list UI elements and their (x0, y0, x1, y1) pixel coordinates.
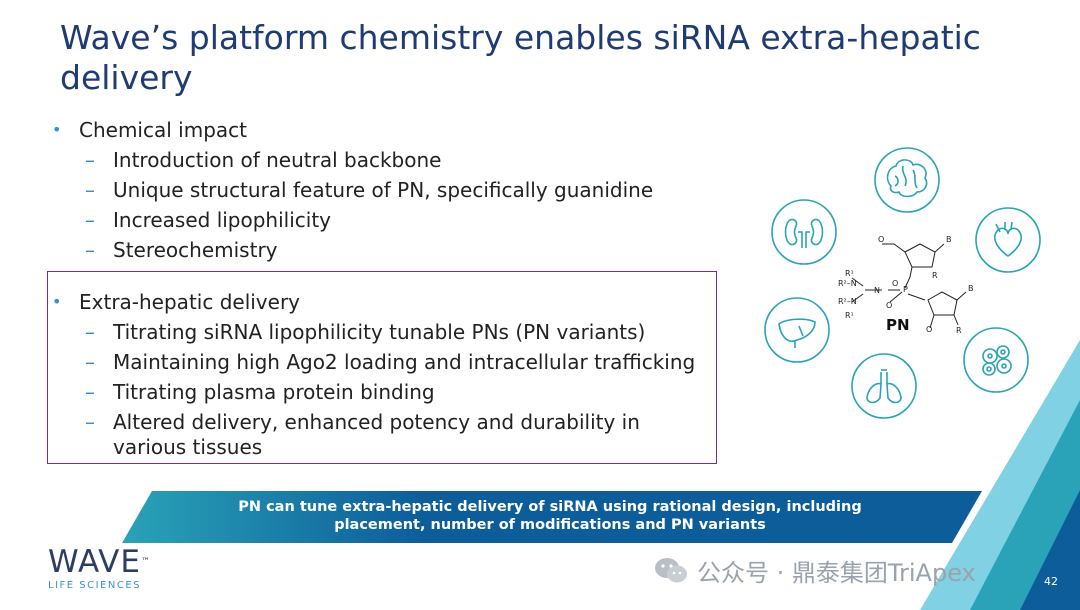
dash-bullet: – (85, 178, 95, 202)
watermark: 公众号 · 鼎泰集团TriApex (653, 553, 976, 588)
wave-logo: WAVE™ LIFE SCIENCES (48, 544, 151, 591)
conclusion-banner (122, 491, 982, 543)
pn-label: PN (886, 316, 910, 334)
highlight-box (47, 271, 717, 464)
liver-icon (764, 297, 830, 363)
lungs-icon (851, 353, 917, 419)
list-item: –Altered delivery, enhanced potency and … (85, 410, 640, 459)
svg-text:N: N (874, 286, 880, 295)
dash-bullet: – (85, 148, 95, 172)
brain-icon (874, 147, 940, 213)
svg-text:R¹: R¹ (845, 269, 854, 278)
svg-text:R¹: R¹ (845, 311, 854, 320)
svg-text:R: R (932, 271, 938, 280)
svg-text:R: R (956, 326, 962, 335)
list-item: –Stereochemistry (52, 235, 732, 265)
corner-decoration (920, 340, 1080, 610)
dash-bullet: – (85, 380, 95, 404)
list-item: –Titrating siRNA lipophilicity tunable P… (52, 317, 732, 347)
list-item: –Introduction of neutral backbone (52, 145, 732, 175)
section-heading-chemical-impact: Chemical impact (52, 115, 732, 145)
dash-bullet: – (85, 238, 95, 262)
svg-text:B: B (946, 235, 952, 244)
chemical-impact-list: Chemical impact –Introduction of neutral… (52, 115, 732, 265)
dash-bullet: – (85, 350, 95, 374)
section-heading-extra-hepatic: Extra-hepatic delivery (52, 287, 732, 317)
svg-text:O: O (886, 301, 892, 310)
list-item: –Increased lipophilicity (52, 205, 732, 235)
list-item: –Unique structural feature of PN, specif… (52, 175, 732, 205)
extra-hepatic-list: Extra-hepatic delivery –Titrating siRNA … (52, 287, 732, 460)
svg-text:O: O (892, 279, 898, 288)
list-item: –Titrating plasma protein binding (52, 377, 732, 407)
svg-text:O: O (926, 325, 932, 334)
svg-text:R²–N: R²–N (838, 279, 857, 288)
dash-bullet: – (85, 208, 95, 232)
dash-bullet: – (85, 410, 95, 434)
svg-text:O: O (878, 235, 884, 244)
list-item: –Maintaining high Ago2 loading and intra… (52, 347, 732, 377)
pn-organ-diagram: B R B R O P O O N R¹ R²–N R²–N R¹ O (764, 147, 1041, 419)
svg-text:R²–N: R²–N (838, 297, 857, 306)
slide-title: Wave’s platform chemistry enables siRNA … (60, 18, 981, 97)
svg-text:P: P (903, 285, 908, 294)
heart-icon (975, 207, 1041, 273)
svg-text:B: B (968, 284, 974, 293)
kidneys-icon (771, 199, 837, 265)
wechat-icon (655, 558, 687, 583)
dash-bullet: – (85, 320, 95, 344)
page-number: 42 (1044, 575, 1058, 588)
banner-text: PN can tune extra-hepatic delivery of si… (238, 499, 862, 533)
tumor-cells-icon (963, 327, 1029, 393)
pn-chemical-structure (851, 243, 967, 329)
